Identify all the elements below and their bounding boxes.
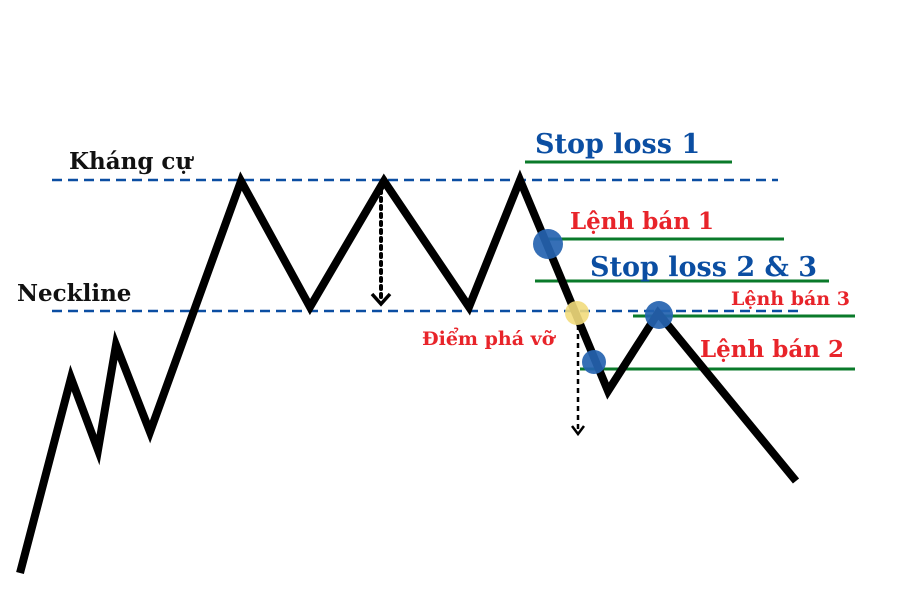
breakout-point-label: Điểm phá vỡ	[422, 326, 557, 350]
resistance-label: Kháng cự	[69, 148, 194, 175]
price-path	[16, 169, 800, 575]
pattern-height-arrowhead	[370, 292, 392, 307]
sell-order-2-label: Lệnh bán 2	[700, 336, 844, 363]
neckline-label: Neckline	[17, 280, 131, 307]
breakout-point-marker	[565, 301, 589, 325]
sell-order-3-label: Lệnh bán 3	[731, 288, 850, 310]
target-projection-arrowhead	[571, 425, 585, 437]
stop-loss-2-3-label: Stop loss 2 & 3	[590, 252, 817, 283]
sell-order-1-label: Lệnh bán 1	[570, 208, 714, 235]
sell-order-3-marker	[645, 301, 673, 329]
sell-order-1-marker	[533, 229, 563, 259]
stop-loss-1-label: Stop loss 1	[535, 129, 700, 160]
sell-order-2-marker	[582, 350, 606, 374]
